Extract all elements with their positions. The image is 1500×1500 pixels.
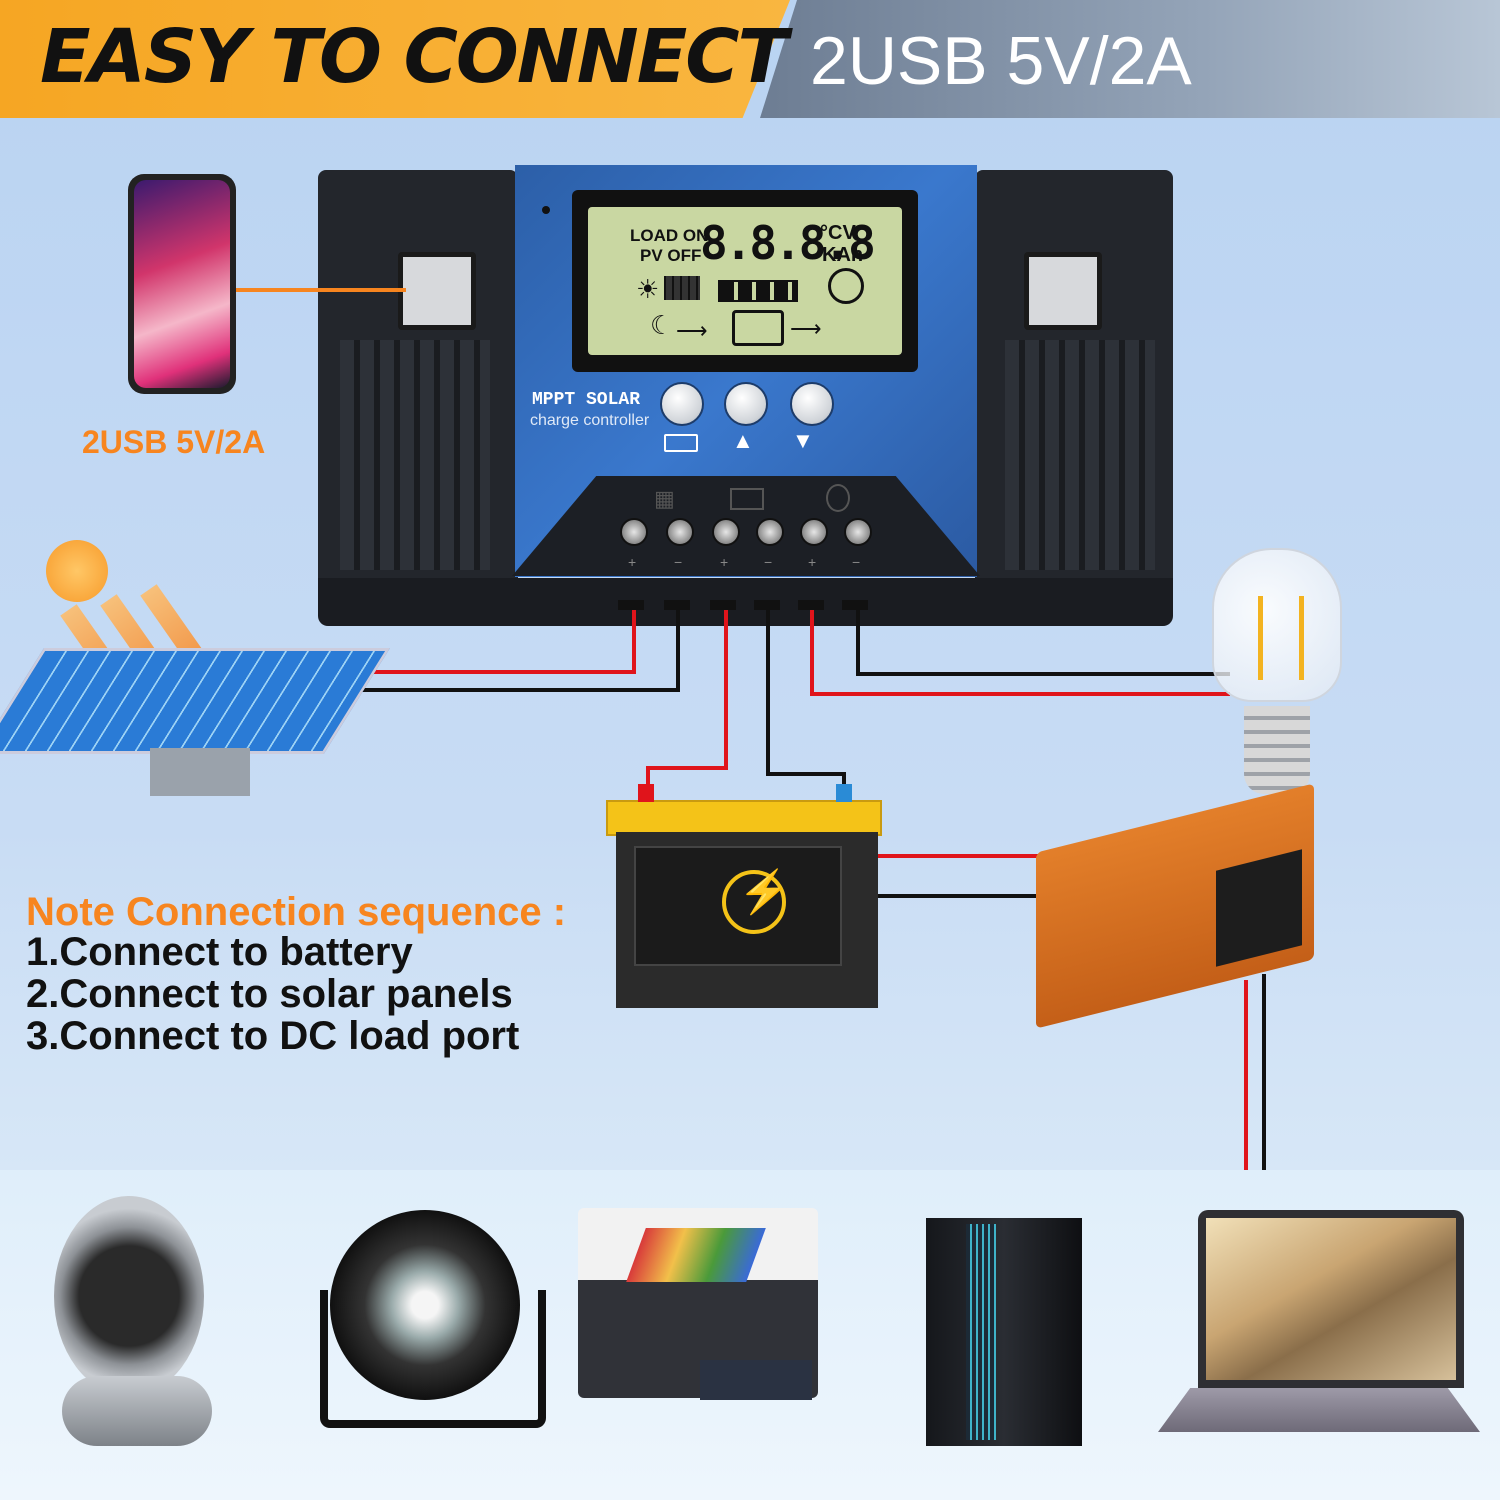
desktop-pc-light-strip <box>966 1224 996 1440</box>
desk-fan-base <box>62 1376 212 1446</box>
light-bulb <box>1212 548 1342 702</box>
lcd-unit-cv: °CV <box>820 222 856 244</box>
lcd-battery-face-icon <box>732 310 784 346</box>
terminal-screw[interactable] <box>712 518 740 546</box>
wire-load-negative <box>856 610 860 676</box>
note-step: 2.Connect to solar panels <box>26 972 513 1016</box>
desk-fan <box>54 1196 204 1396</box>
plus-triangle-icon: ▲ <box>732 428 754 453</box>
wire-battery-positive <box>646 766 728 770</box>
terminal-screw[interactable] <box>756 518 784 546</box>
lightning-icon <box>722 870 786 934</box>
wire-port <box>710 600 736 610</box>
controller-subtitle: charge controller <box>530 412 650 429</box>
printer-photo <box>626 1228 766 1282</box>
lcd-battery-bars-icon <box>718 280 798 302</box>
terminal-sign: + <box>628 554 637 570</box>
lcd-unit-kah: KAh <box>822 244 864 266</box>
controller-title: MPPT SOLAR <box>532 390 641 410</box>
up-button[interactable] <box>724 382 768 426</box>
note-step: 3.Connect to DC load port <box>26 1014 520 1058</box>
wire-solar-negative <box>340 688 680 692</box>
wire-port <box>798 600 824 610</box>
wire-load-positive <box>810 610 814 696</box>
usb-cable <box>236 288 406 292</box>
lcd-arrow-icon: ⟶ <box>676 318 708 343</box>
heatsink-fins-left <box>340 340 490 570</box>
desktop-pc <box>926 1218 1082 1446</box>
lightning-bolt: ⚡ <box>738 868 791 915</box>
solar-panel-stand <box>150 748 250 796</box>
terminal-block <box>512 476 980 576</box>
note-title: Note Connection sequence : <box>26 890 567 934</box>
wire-ac-output <box>1244 980 1248 1170</box>
terminal-battery-icon <box>730 488 764 510</box>
terminal-bulb-icon <box>826 484 850 512</box>
wire-solar-positive <box>368 670 636 674</box>
wire-solar-positive <box>632 610 636 674</box>
lcd-load-on: LOAD ON <box>630 226 709 245</box>
printer-tray <box>700 1360 812 1400</box>
wire-load-positive <box>810 692 1230 696</box>
smartphone-screen <box>134 180 230 388</box>
wire-battery-negative <box>766 610 770 776</box>
terminal-screw[interactable] <box>800 518 828 546</box>
menu-icon <box>664 434 698 452</box>
terminal-solar-icon: ▦ <box>654 486 675 511</box>
wire-inverter-positive <box>878 854 1038 858</box>
status-led <box>542 206 550 214</box>
header-spec: 2USB 5V/2A <box>810 23 1192 99</box>
menu-button[interactable] <box>660 382 704 426</box>
laptop-screen <box>1206 1218 1456 1380</box>
stage-light-stand <box>320 1290 546 1428</box>
lcd-pv-off: PV OFF <box>640 246 702 265</box>
note-step: 1.Connect to battery <box>26 930 413 974</box>
usb-port-right[interactable] <box>1024 252 1102 330</box>
header-banner-left <box>0 0 790 118</box>
laptop-base <box>1158 1388 1480 1432</box>
usb-port-left[interactable] <box>398 252 476 330</box>
terminal-sign: − <box>852 554 861 570</box>
wire-ac-output <box>1262 974 1266 1170</box>
wire-inverter-negative <box>878 894 1038 898</box>
bulb-base <box>1244 706 1310 794</box>
terminal-screw[interactable] <box>666 518 694 546</box>
header-title: EASY TO CONNECT <box>40 14 788 100</box>
lcd-bulb-icon <box>828 268 864 304</box>
lcd-arrow-icon-2: ⟶ <box>790 316 822 341</box>
heatsink-fins-right <box>1005 340 1155 570</box>
wire-battery-positive <box>646 766 650 796</box>
lcd-sun-icon: ☀ <box>636 274 660 304</box>
down-button[interactable] <box>790 382 834 426</box>
wire-solar-negative <box>676 610 680 692</box>
terminal-screw[interactable] <box>844 518 872 546</box>
controller-bottom-edge <box>318 578 1173 626</box>
lcd-panel-icon <box>664 276 700 300</box>
phone-caption: 2USB 5V/2A <box>82 424 266 460</box>
lcd-moon-icon: ☾ <box>650 310 674 340</box>
lcd-digits: 8.8.8.8 <box>700 216 876 270</box>
minus-bulb-icon: ▼ <box>792 428 814 453</box>
terminal-sign: + <box>720 554 729 570</box>
wire-port <box>754 600 780 610</box>
battery-top <box>606 800 882 836</box>
terminal-sign: − <box>764 554 773 570</box>
terminal-sign: − <box>674 554 683 570</box>
wire-load-negative <box>856 672 1230 676</box>
terminal-screw[interactable] <box>620 518 648 546</box>
wire-port <box>842 600 868 610</box>
bulb-filament <box>1258 596 1304 680</box>
stage-light <box>330 1210 520 1400</box>
sun-icon <box>46 540 108 602</box>
header-banner-right <box>760 0 1500 118</box>
terminal-sign: + <box>808 554 817 570</box>
wire-port <box>618 600 644 610</box>
wire-port <box>664 600 690 610</box>
battery-terminal-positive <box>638 784 654 802</box>
wire-battery-positive <box>724 610 728 770</box>
battery-terminal-negative <box>836 784 852 802</box>
wire-battery-negative <box>766 772 846 776</box>
solar-panel <box>0 648 390 754</box>
